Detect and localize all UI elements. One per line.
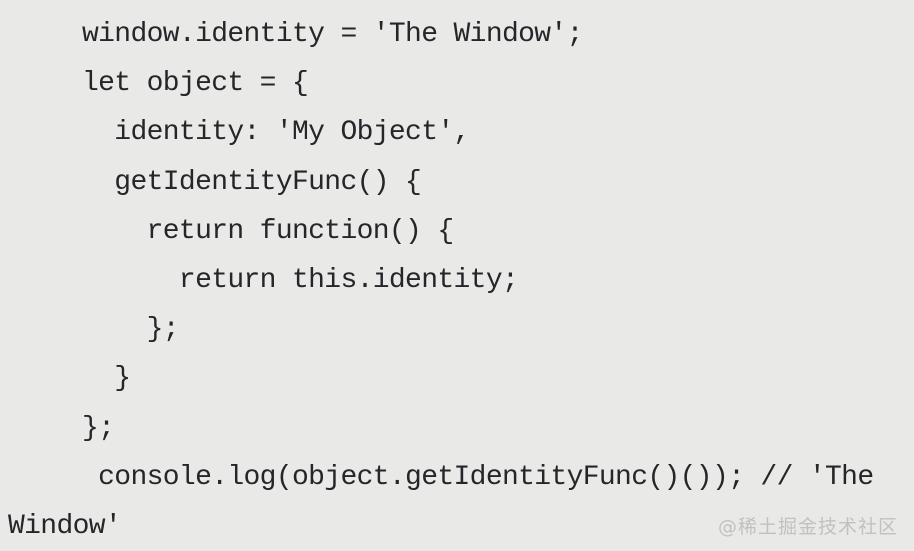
code-line: } [82, 363, 131, 395]
code-line: return this.identity; [82, 264, 519, 296]
code-line: return function() { [82, 215, 455, 247]
code-line: console.log(object.getIdentityFunc()());… [82, 461, 874, 493]
code-line: identity: 'My Object', [82, 117, 470, 149]
code-line: }; [82, 412, 115, 444]
code-line: getIdentityFunc() { [82, 166, 422, 198]
code-line: let object = { [82, 68, 309, 100]
code-snippet: window.identity = 'The Window'; let obje… [0, 10, 914, 551]
code-line: window.identity = 'The Window'; [82, 19, 583, 50]
watermark: @稀土掘金技术社区 [717, 516, 898, 538]
code-line-wrapped: Window' [8, 510, 122, 542]
code-line: }; [82, 314, 180, 346]
